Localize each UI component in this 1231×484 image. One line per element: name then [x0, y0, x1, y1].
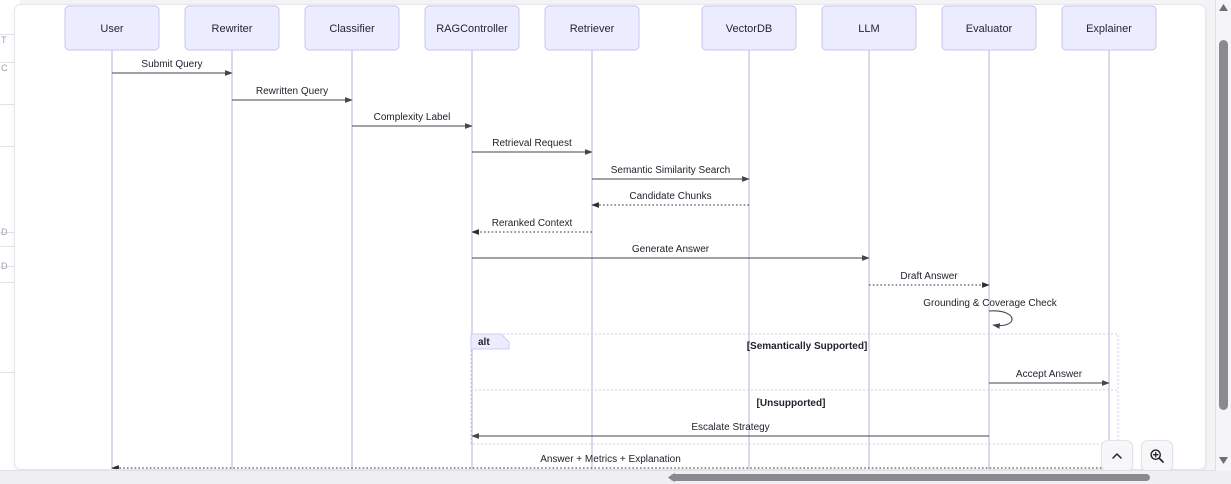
sequence-diagram-svg[interactable]: alt [Semantically Supported] [Unsupported]…: [15, 5, 1205, 469]
participant-label: Evaluator: [966, 23, 1013, 35]
participant-label: LLM: [858, 23, 879, 35]
scrollbar-down-arrow[interactable]: [1216, 453, 1231, 468]
participants-layer: User Rewriter Classifier RAGController Retri…: [64, 5, 1157, 51]
message-7[interactable]: Generate Answer: [472, 244, 870, 261]
message-selfloop-path: [988, 310, 1013, 329]
message-10[interactable]: Accept Answer: [989, 369, 1110, 386]
participant-llm[interactable]: LLM: [821, 5, 917, 51]
message-label: Reranked Context: [492, 218, 573, 229]
scroll-to-top-button[interactable]: [1101, 440, 1133, 472]
message-2[interactable]: Complexity Label: [352, 112, 473, 129]
backdrop-glyph: C: [1, 63, 8, 73]
diagram-control-group: [1101, 440, 1173, 472]
message-3[interactable]: Retrieval Request: [472, 138, 593, 155]
participant-explainer[interactable]: Explainer: [1061, 5, 1157, 51]
zoom-in-icon: [1149, 448, 1165, 464]
message-label: Grounding & Coverage Check: [923, 298, 1057, 309]
message-12[interactable]: Answer + Metrics + Explanation: [111, 454, 1109, 469]
backdrop-glyph: T: [1, 35, 7, 45]
participant-box: [64, 5, 160, 51]
participant-box: [544, 5, 640, 51]
sequence-diagram-card[interactable]: alt [Semantically Supported] [Unsupported]…: [14, 4, 1206, 470]
participant-ragcontroller[interactable]: RAGController: [424, 5, 520, 51]
message-label: Accept Answer: [1016, 369, 1083, 380]
participant-label: Classifier: [329, 23, 375, 35]
participant-label: Rewriter: [212, 23, 253, 35]
message-label: Complexity Label: [374, 112, 451, 123]
participant-label: Explainer: [1086, 23, 1132, 35]
backdrop-glyph: D: [1, 261, 8, 271]
scrollbar-corner: [1216, 471, 1231, 484]
message-4[interactable]: Semantic Similarity Search: [592, 165, 750, 182]
message-label: Submit Query: [141, 59, 202, 70]
message-5[interactable]: Candidate Chunks: [591, 191, 749, 208]
message-9[interactable]: Grounding & Coverage Check: [923, 298, 1058, 329]
lifelines-layer: [111, 50, 1110, 469]
message-11[interactable]: Escalate Strategy: [471, 422, 989, 439]
alt-condition-label-1: [Unsupported]: [757, 398, 826, 409]
participant-box: [1061, 5, 1157, 51]
zoom-in-button[interactable]: [1141, 440, 1173, 472]
participant-retriever[interactable]: Retriever: [544, 5, 640, 51]
message-6[interactable]: Reranked Context: [471, 218, 592, 235]
vertical-scrollbar-thumb[interactable]: [1219, 40, 1228, 410]
participant-label: Retriever: [570, 23, 615, 35]
alt-fragment-keyword: alt: [478, 337, 490, 348]
message-0[interactable]: Submit Query: [112, 59, 233, 76]
alt-condition-label-0: [Semantically Supported]: [747, 341, 868, 352]
message-8[interactable]: Draft Answer: [869, 271, 990, 288]
participant-classifier[interactable]: Classifier: [304, 5, 400, 51]
horizontal-scrollbar-thumb[interactable]: [670, 474, 1150, 481]
participant-rewriter[interactable]: Rewriter: [184, 5, 280, 51]
participant-box: [184, 5, 280, 51]
participant-evaluator[interactable]: Evaluator: [941, 5, 1037, 51]
participant-box: [701, 5, 797, 51]
fragment-layer: alt [Semantically Supported] [Unsupported]: [470, 333, 1119, 445]
backdrop-glyph: D: [1, 227, 8, 237]
participant-label: RAGController: [436, 23, 508, 35]
participant-label: User: [100, 23, 124, 35]
message-1[interactable]: Rewritten Query: [232, 86, 353, 103]
alt-fragment-tab: [470, 333, 510, 350]
chevron-up-icon: [1110, 449, 1124, 463]
participant-box: [821, 5, 917, 51]
participant-box: [304, 5, 400, 51]
horizontal-scrollbar[interactable]: [0, 470, 1216, 484]
message-label: Rewritten Query: [256, 86, 328, 97]
message-label: Answer + Metrics + Explanation: [540, 454, 681, 465]
participant-vectordb[interactable]: VectorDB: [701, 5, 797, 51]
participant-user[interactable]: User: [64, 5, 160, 51]
message-label: Candidate Chunks: [629, 191, 711, 202]
message-label: Draft Answer: [900, 271, 958, 282]
alt-fragment-frame: [470, 333, 1119, 445]
participant-label: VectorDB: [726, 23, 772, 35]
message-label: Semantic Similarity Search: [611, 165, 730, 176]
vertical-scrollbar[interactable]: [1215, 0, 1231, 484]
participant-box: [941, 5, 1037, 51]
message-label: Escalate Strategy: [691, 422, 769, 433]
participant-box: [424, 5, 520, 51]
scrollbar-up-arrow[interactable]: [1216, 0, 1231, 15]
message-label: Retrieval Request: [492, 138, 572, 149]
message-label: Generate Answer: [632, 244, 710, 255]
